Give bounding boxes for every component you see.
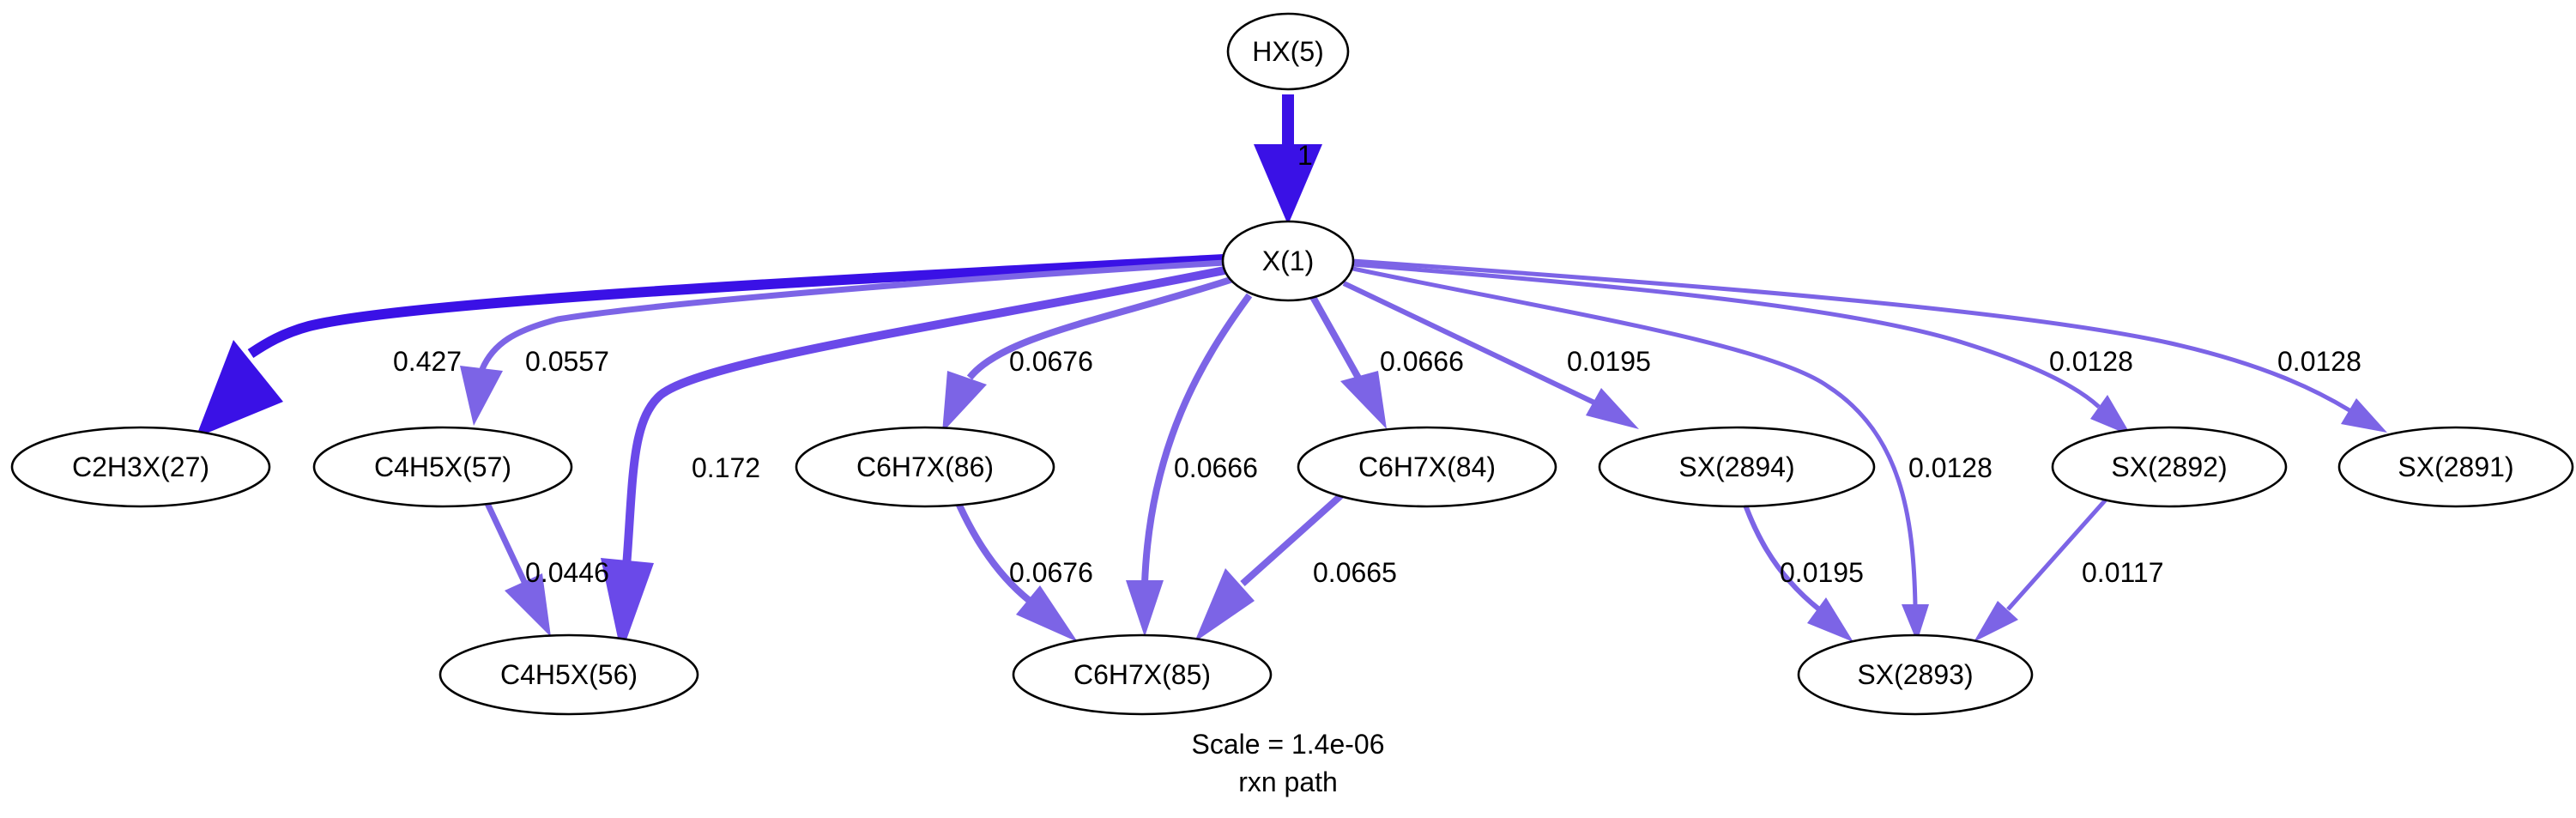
node-label: SX(2891)	[2398, 451, 2513, 482]
edge-label: 0.427	[393, 346, 462, 377]
node-hx5: HX(5)	[1226, 12, 1350, 91]
edge-hx5-x1: 1	[1254, 94, 1322, 225]
node-c4h5x57: C4H5X(57)	[312, 426, 573, 508]
edge-label: 0.0665	[1313, 557, 1397, 588]
edge-label: 0.172	[692, 452, 760, 483]
edge-label: 1	[1297, 140, 1313, 171]
edge-label: 0.0446	[525, 557, 609, 588]
node-x1: X(1)	[1221, 220, 1355, 302]
node-label: C6H7X(84)	[1358, 451, 1496, 482]
edge-label: 0.0666	[1174, 452, 1258, 483]
edge-x1-c2h3x27: 0.427	[196, 254, 1225, 438]
node-sx2891: SX(2891)	[2337, 426, 2574, 508]
node-label: C6H7X(86)	[856, 451, 994, 482]
node-label: SX(2892)	[2111, 451, 2227, 482]
node-label: SX(2893)	[1857, 659, 1973, 690]
node-label: X(1)	[1262, 245, 1314, 276]
edge-x1-c6h7x84: 0.0666	[1309, 295, 1464, 429]
edge-label: 0.0557	[525, 346, 609, 377]
node-label: HX(5)	[1252, 36, 1324, 67]
node-sx2892: SX(2892)	[2051, 426, 2288, 508]
edge-label: 0.0117	[2082, 557, 2164, 588]
node-c6h7x84: C6H7X(84)	[1297, 426, 1557, 508]
scale-caption: Scale = 1.4e-06	[1191, 729, 1384, 760]
node-sx2893: SX(2893)	[1797, 633, 2034, 716]
edge-label: 0.0128	[2049, 346, 2133, 377]
node-c6h7x85: C6H7X(85)	[1012, 633, 1273, 716]
edges: 1 0.427 0.0557 0.172 0.0676	[196, 94, 2387, 654]
edge-label: 0.0128	[1908, 452, 1992, 483]
edge-label: 0.0195	[1780, 557, 1864, 588]
edge-c6h7x86-c6h7x85: 0.0676	[940, 465, 1093, 642]
edge-label: 0.0195	[1567, 346, 1651, 377]
edge-label: 0.0128	[2277, 346, 2361, 377]
edge-x1-sx2893: 0.0128	[1348, 265, 1992, 642]
edge-x1-c6h7x85: 0.0666	[1126, 293, 1258, 637]
node-label: C2H3X(27)	[72, 451, 209, 482]
nodes: HX(5) X(1) C2H3X(27) C4H5X(57) C6H7X(86)…	[10, 12, 2574, 716]
node-sx2894: SX(2894)	[1598, 426, 1876, 508]
graph-caption: Scale = 1.4e-06 rxn path	[1191, 729, 1384, 797]
edge-label: 0.0666	[1380, 346, 1464, 377]
edge-label: 0.0676	[1009, 557, 1093, 588]
node-label: C4H5X(57)	[374, 451, 511, 482]
node-label: C6H7X(85)	[1073, 659, 1211, 690]
edge-label: 0.0676	[1009, 346, 1093, 377]
edge-x1-sx2892: 0.0128	[1351, 262, 2133, 436]
edge-x1-sx2894: 0.0195	[1342, 281, 1651, 429]
edge-x1-c4h5x57: 0.0557	[460, 259, 1226, 426]
edge-x1-c4h5x56: 0.172	[601, 265, 1230, 654]
graph-title: rxn path	[1238, 766, 1338, 797]
node-c6h7x86: C6H7X(86)	[795, 426, 1055, 508]
node-c4h5x56: C4H5X(56)	[438, 633, 699, 716]
edge-x1-sx2891: 0.0128	[1351, 258, 2387, 433]
node-label: SX(2894)	[1678, 451, 1794, 482]
edge-x1-c6h7x86: 0.0676	[942, 275, 1237, 433]
node-c2h3x27: C2H3X(27)	[10, 426, 271, 508]
node-label: C4H5X(56)	[500, 659, 638, 690]
